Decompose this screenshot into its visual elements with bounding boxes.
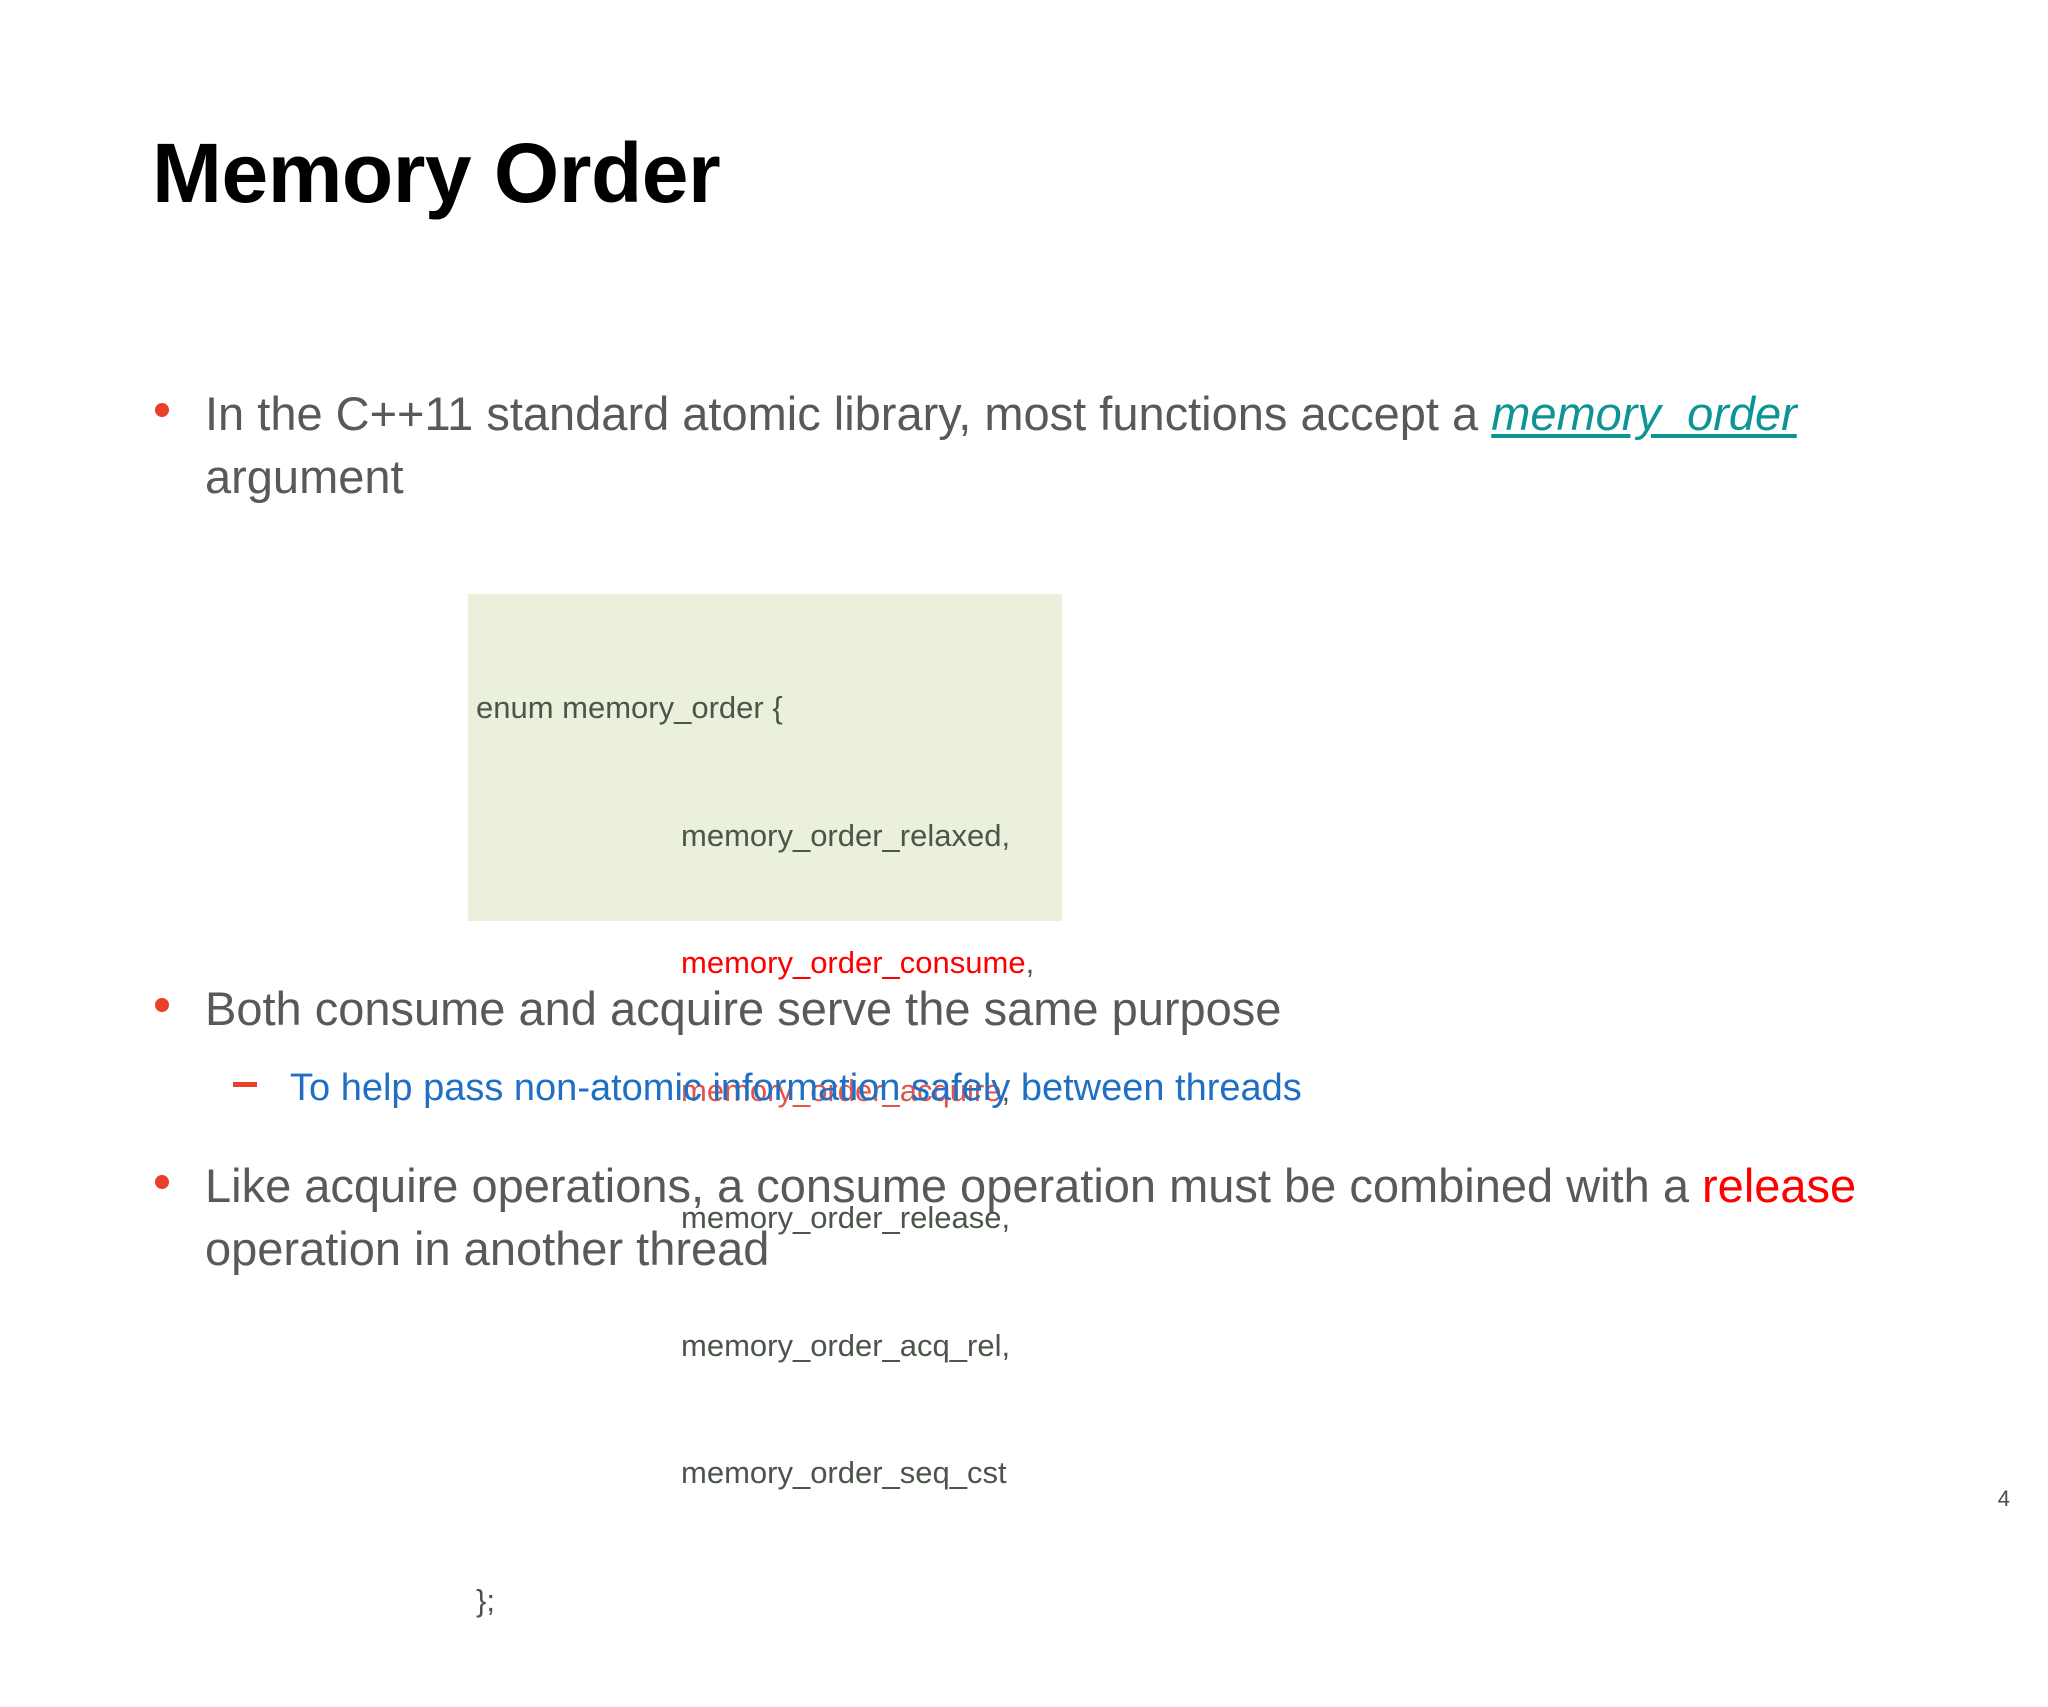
- bullet-dash-icon: [233, 1082, 257, 1087]
- code-line-3-keyword: memory_order_consume: [681, 945, 1026, 980]
- code-line-2: memory_order_relaxed,: [476, 815, 1062, 858]
- slide-canvas: Memory Order In the C++11 standard atomi…: [0, 126, 2048, 1618]
- code-line-1-text: enum memory_order {: [476, 690, 783, 725]
- page-title: Memory Order: [152, 126, 721, 220]
- code-line-4: memory_order_acquire,: [476, 1070, 1062, 1113]
- bullet-dot-icon: [155, 1174, 169, 1189]
- code-block: enum memory_order { memory_order_relaxed…: [468, 594, 1062, 1618]
- code-line-7-text: memory_order_seq_cst: [681, 1455, 1007, 1490]
- sub-bullet-item-1: To help pass non-atomic information safe…: [0, 1063, 2048, 1114]
- bullet-1-row: In the C++11 standard atomic library, mo…: [0, 383, 2048, 508]
- code-line-8: };: [476, 1580, 1062, 1623]
- bullet-item-3: Like acquire operations, a consume opera…: [0, 1155, 2048, 1280]
- code-line-1: enum memory_order {: [476, 687, 1062, 730]
- code-line-6-text: memory_order_acq_rel,: [681, 1327, 1011, 1363]
- code-line-3-punct: ,: [1025, 945, 1035, 980]
- bullet-1-text-part2: argument: [205, 449, 404, 503]
- bullet-3-text-part2: operation in another thread: [205, 1221, 770, 1275]
- code-line-2-text: memory_order_relaxed,: [681, 817, 1011, 853]
- bullet-2-text: Both consume and acquire serve the same …: [205, 982, 1282, 1035]
- bullet-3-text-part1: Like acquire operations, a consume opera…: [205, 1159, 1703, 1212]
- bullet-dot-icon: [155, 402, 169, 417]
- sub-bullet-1-row: To help pass non-atomic information safe…: [0, 1063, 2048, 1114]
- code-line-4-keyword: memory_order_acquire: [681, 1072, 1002, 1108]
- code-line-3: memory_order_consume,: [476, 942, 1062, 985]
- code-line-5: memory_order_release,: [476, 1197, 1062, 1240]
- bullet-item-1: In the C++11 standard atomic library, mo…: [0, 383, 2048, 508]
- code-line-4-punct: ,: [1001, 1072, 1011, 1108]
- bullet-2-row: Both consume and acquire serve the same …: [0, 978, 2048, 1041]
- bullet-dot-icon: [155, 997, 169, 1012]
- release-keyword: release: [1702, 1159, 1857, 1212]
- code-line-7: memory_order_seq_cst: [476, 1452, 1062, 1495]
- bullet-3-row: Like acquire operations, a consume opera…: [0, 1155, 2048, 1280]
- code-line-6: memory_order_acq_rel,: [476, 1325, 1062, 1368]
- code-line-5-text: memory_order_release,: [681, 1200, 1011, 1235]
- code-line-8-text: };: [476, 1582, 495, 1618]
- bullet-item-2: Both consume and acquire serve the same …: [0, 978, 2048, 1041]
- page-number: 4: [1997, 1486, 2010, 1511]
- sub-bullet-1-text: To help pass non-atomic information safe…: [290, 1067, 1302, 1109]
- memory-order-keyword: memory_order: [1491, 387, 1797, 440]
- bullet-1-text-part1: In the C++11 standard atomic library, mo…: [205, 387, 1492, 440]
